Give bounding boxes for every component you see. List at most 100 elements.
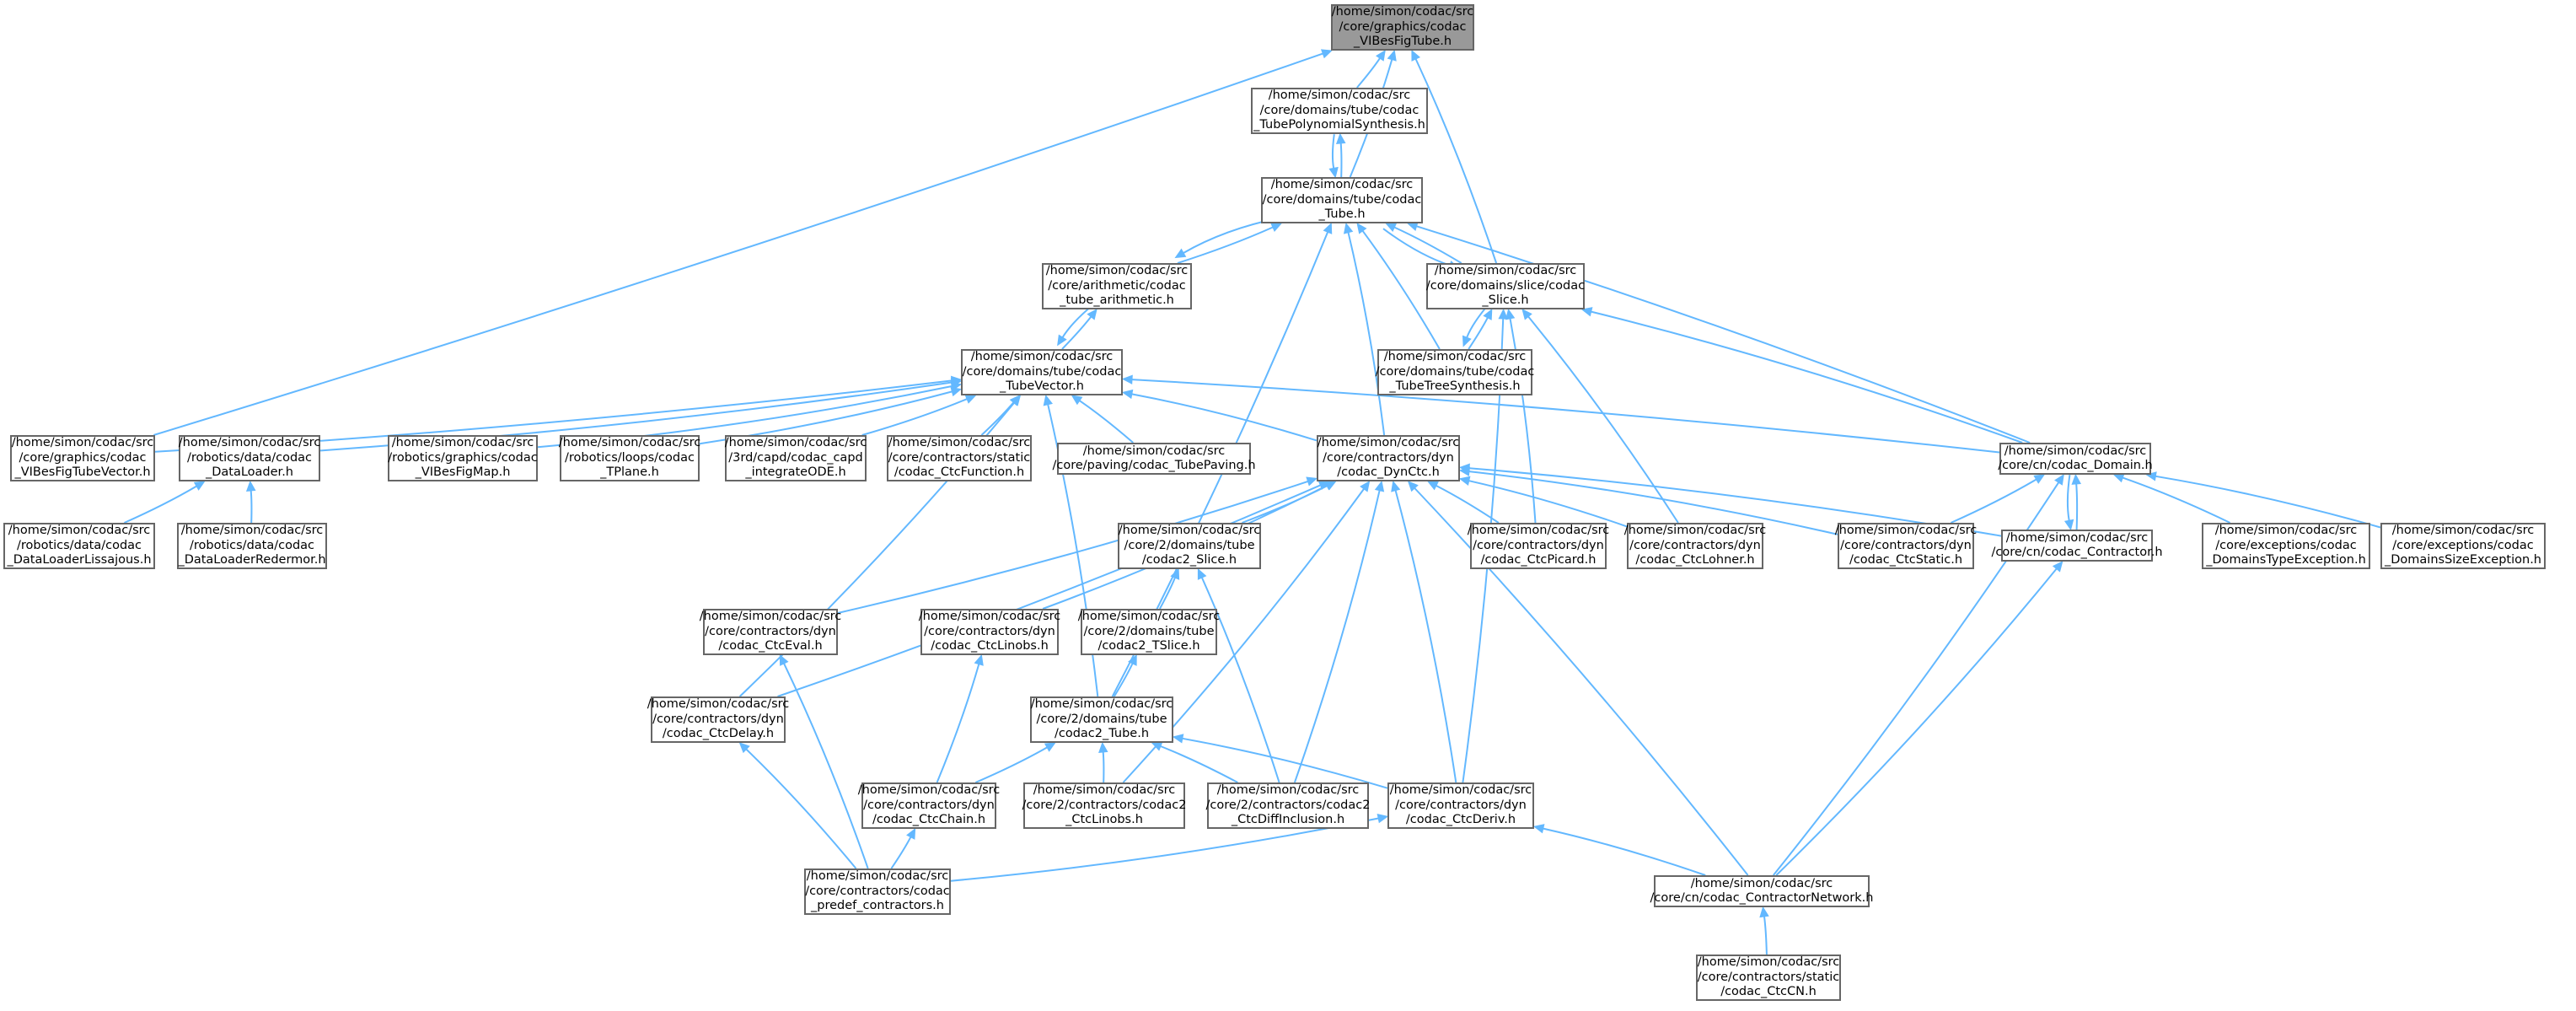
graph-node[interactable]: /home/simon/codac/src /core/contractors/… (804, 868, 951, 915)
graph-node[interactable]: /home/simon/codac/src /robotics/data/cod… (177, 523, 327, 569)
dependency-edge (1079, 400, 1134, 444)
graph-node[interactable]: /home/simon/codac/src /core/contractors/… (919, 609, 1060, 655)
graph-node[interactable]: /home/simon/codac/src /core/contractors/… (858, 782, 1000, 829)
graph-node[interactable]: /home/simon/codac/src /robotics/loops/co… (559, 435, 700, 481)
graph-node[interactable]: /home/simon/codac/src /core/exceptions/c… (2380, 523, 2546, 569)
graph-node[interactable]: /home/simon/codac/src /core/domains/tube… (1251, 88, 1428, 134)
arrowhead (1057, 334, 1067, 347)
graph-node[interactable]: /home/simon/codac/src /core/domains/tube… (1376, 349, 1534, 395)
node-label: /home/simon/codac/src /core/contractors/… (805, 869, 950, 913)
arrowhead (950, 386, 963, 397)
dependency-edge (1356, 57, 1381, 89)
arrowhead (1128, 653, 1137, 666)
dependency-edge (1131, 393, 1318, 442)
arrowhead (1043, 394, 1053, 406)
graph-node[interactable]: /home/simon/codac/src /core/contractors/… (1467, 523, 1610, 569)
dependency-edge (1414, 487, 1749, 876)
node-label: /home/simon/codac/src /core/contractors/… (1467, 524, 1610, 567)
graph-node[interactable]: /home/simon/codac/src /core/contractors/… (1835, 523, 1977, 569)
dependency-edge (890, 836, 912, 869)
graph-node[interactable]: /home/simon/codac/src /core/cn/codac_Con… (1991, 530, 2163, 562)
graph-node[interactable]: /home/simon/codac/src /core/contractors/… (700, 609, 841, 655)
dependency-edge (2155, 475, 2381, 529)
dependency-edge (1061, 316, 1092, 350)
dependency-edge (861, 398, 968, 436)
arrowhead (1532, 824, 1545, 834)
arrowhead (193, 481, 206, 491)
node-label: /home/simon/codac/src /core/2/domains/tu… (1030, 697, 1173, 741)
graph-node[interactable]: /home/simon/codac/src /robotics/data/cod… (179, 435, 320, 481)
arrowhead (1375, 50, 1386, 62)
graph-node[interactable]: /home/simon/codac/src /core/paving/codac… (1052, 443, 1256, 475)
arrowhead (1505, 308, 1516, 320)
graph-node[interactable]: /home/simon/codac/src /3rd/capd/codac_ca… (725, 435, 867, 481)
dependency-edge (1393, 226, 1462, 264)
arrowhead (1385, 223, 1398, 233)
arrowhead (1462, 335, 1472, 347)
arrowhead (1121, 389, 1134, 400)
graph-node[interactable]: /home/simon/codac/src /core/2/domains/tu… (1078, 609, 1220, 655)
dependency-edge (1543, 827, 1706, 876)
arrowhead (2112, 473, 2125, 483)
graph-node[interactable]: /home/simon/codac/src /core/contractors/… (1317, 435, 1460, 481)
arrowhead (1458, 476, 1471, 486)
dependency-edge (1414, 58, 1498, 264)
dependency-edge (250, 490, 253, 524)
graph-node[interactable]: /home/simon/codac/src /core/2/contractor… (1022, 782, 1186, 829)
graph-node[interactable]: /home/simon/codac/src /core/2/contractor… (1205, 782, 1371, 829)
arrowhead (964, 395, 977, 404)
graph-node[interactable]: /home/simon/codac/src /core/exceptions/c… (2202, 523, 2370, 569)
graph-node[interactable]: /home/simon/codac/src /core/contractors/… (1387, 782, 1534, 829)
graph-node[interactable]: /home/simon/codac/src /core/contractors/… (1624, 523, 1766, 569)
graph-node[interactable]: /home/simon/codac/src /core/domains/slic… (1426, 263, 1585, 309)
arrowhead (1411, 49, 1421, 62)
node-label: /home/simon/codac/src /core/cn/codac_Con… (1650, 876, 1874, 906)
dependency-edge (1468, 317, 1489, 350)
node-label: /home/simon/codac/src /core/contractors/… (857, 783, 1001, 827)
dependency-edge (2066, 474, 2071, 521)
dependency-edge (1950, 478, 2037, 524)
graph-node[interactable]: /home/simon/codac/src /core/graphics/cod… (10, 435, 155, 481)
node-label: /home/simon/codac/src /core/paving/codac… (1052, 444, 1256, 473)
graph-node-root[interactable]: /home/simon/codac/src /core/graphics/cod… (1331, 4, 1474, 51)
arrowhead (1071, 395, 1083, 406)
arrowhead (1483, 308, 1493, 320)
arrowhead (779, 653, 789, 666)
dependency-edge (1177, 226, 1274, 264)
dependency-edge (1382, 228, 1451, 266)
arrowhead (1087, 309, 1097, 320)
graph-node[interactable]: /home/simon/codac/src /core/arithmetic/c… (1042, 263, 1192, 309)
node-label: /home/simon/codac/src /core/contractors/… (647, 697, 790, 741)
node-label: /home/simon/codac/src /core/graphics/cod… (11, 436, 154, 480)
dependency-edge (1466, 305, 1488, 338)
arrowhead (1458, 463, 1470, 474)
graph-node[interactable]: /home/simon/codac/src /robotics/graphics… (388, 435, 538, 481)
node-label: /home/simon/codac/src /core/exceptions/c… (2385, 524, 2541, 567)
graph-node[interactable]: /home/simon/codac/src /core/cn/codac_Dom… (1998, 443, 2153, 475)
graph-node[interactable]: /home/simon/codac/src /core/domains/tube… (961, 349, 1123, 395)
graph-node[interactable]: /home/simon/codac/src /core/2/domains/tu… (1118, 523, 1261, 569)
arrowhead (906, 827, 916, 840)
arrowhead (1427, 481, 1439, 491)
dependency-edge (1347, 232, 1386, 436)
node-label: /home/simon/codac/src /core/contractors/… (1834, 524, 1978, 567)
dependency-edge (837, 480, 1308, 614)
dependency-edge (1331, 134, 1335, 169)
arrowhead (1098, 741, 1108, 753)
graph-node[interactable]: /home/simon/codac/src /core/contractors/… (647, 696, 789, 743)
node-label: /home/simon/codac/src /core/2/contractor… (1205, 783, 1371, 827)
dependency-edge (1468, 480, 1628, 528)
graph-node[interactable]: /home/simon/codac/src /core/cn/codac_Con… (1650, 875, 1873, 907)
graph-node[interactable]: /home/simon/codac/src /core/contractors/… (887, 435, 1032, 481)
arrowhead (974, 653, 984, 666)
arrowhead (1580, 307, 1593, 317)
graph-node[interactable]: /home/simon/codac/src /core/2/domains/tu… (1030, 696, 1173, 743)
dependency-edge (1113, 663, 1134, 697)
graph-node[interactable]: /home/simon/codac/src /core/domains/tube… (1261, 177, 1423, 223)
arrowhead (1360, 481, 1371, 492)
graph-node[interactable]: /home/simon/codac/src /core/contractors/… (1696, 955, 1841, 1001)
node-label: /home/simon/codac/src /core/contractors/… (1317, 436, 1460, 480)
graph-node[interactable]: /home/simon/codac/src /robotics/data/cod… (3, 523, 155, 569)
node-label: /home/simon/codac/src /core/cn/codac_Dom… (1998, 444, 2153, 473)
